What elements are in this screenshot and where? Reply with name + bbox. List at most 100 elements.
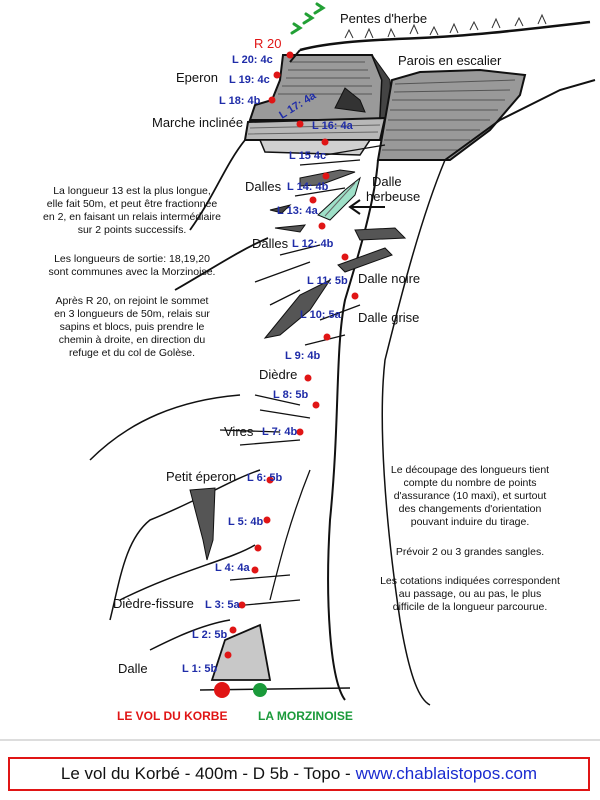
relay-r13[interactable] [341, 253, 349, 261]
relay-r11[interactable] [323, 333, 331, 341]
dalle-herbeuse-line [324, 182, 356, 217]
relay-r14[interactable] [318, 222, 326, 230]
note-right-line: Prévoir 2 ou 3 grandes sangles. [396, 546, 544, 558]
label-marche-inclinee: Marche inclinée [152, 115, 243, 130]
note-left: La longueur 13 est la plus longue, elle … [43, 185, 221, 359]
relay-r3[interactable] [238, 601, 246, 609]
relay-r7[interactable] [266, 476, 274, 484]
parois-hatching [382, 79, 516, 151]
note-right-line: des changements d'orientation [399, 503, 542, 515]
start-label-morzinoise: LA MORZINOISE [258, 709, 353, 723]
pitch-l18: L 18: 4b [219, 95, 261, 107]
relay-r20[interactable] [286, 51, 294, 59]
pitch-l19: L 19: 4c [229, 74, 270, 86]
note-right-line: difficile de la longueur parcourue. [393, 601, 548, 613]
start-morzinoise-marker[interactable] [253, 683, 267, 697]
petit-eperon-rock [189, 487, 216, 561]
pitch-l10: L 10: 5a [300, 309, 342, 321]
relay-r4[interactable] [251, 566, 259, 574]
note-right-line: d'assurance (10 maxi), et surtout [394, 490, 547, 502]
label-petit-eperon: Petit éperon [166, 469, 236, 484]
footer-banner: Le vol du Korbé - 400m - D 5b - Topo - w… [8, 757, 590, 791]
marche-inclinee-band [243, 116, 387, 141]
marche-lower-ledge [258, 139, 372, 156]
pitch-l6: L 6: 5b [247, 472, 283, 484]
label-parois-escalier: Parois en escalier [398, 53, 502, 68]
relay-r15[interactable] [309, 196, 317, 204]
relay-r18[interactable] [296, 120, 304, 128]
base-dalle-slab [210, 623, 272, 681]
footer-url-link[interactable]: www.chablaistopos.com [355, 764, 538, 783]
note-left-line: en 3 longueurs de 50m, relais sur [54, 308, 210, 320]
dalle-grise-slab [263, 278, 332, 339]
dalles-slab-mid [354, 227, 407, 241]
footer-title: Le vol du Korbé - 400m - D 5b - Topo - [60, 764, 351, 783]
relay-r8[interactable] [296, 428, 304, 436]
relay-r9[interactable] [312, 401, 320, 409]
grass-tufts [344, 13, 547, 39]
vires-ledge-lines [219, 394, 311, 446]
note-left-line: elle fait 50m, et peut être fractionnée [47, 198, 218, 210]
note-left-line: chemin à droite, en direction du [59, 334, 206, 346]
relay-r19[interactable] [268, 96, 276, 104]
relay-r20-label: R 20 [254, 36, 281, 51]
label-dalle-herbeuse-1: Dalle [372, 174, 402, 189]
note-left-line: en 2, en faisant un relais intermédiaire [43, 211, 221, 223]
pitch-l15: L 15 4c [289, 150, 326, 162]
note-left-line: La longueur 13 est la plus longue, [53, 185, 211, 197]
face-right-outer-line [381, 159, 446, 706]
relay-r6[interactable] [263, 516, 271, 524]
note-left-line: sur 2 points successifs. [78, 224, 187, 236]
relay-r10[interactable] [304, 374, 312, 382]
relay-r20a[interactable] [273, 71, 281, 79]
pitch-l14: L 14: 4b [287, 181, 329, 193]
note-left-line: sont communes avec la Morzinoise. [49, 266, 216, 278]
lower-mid-lines [229, 469, 311, 606]
pitch-l20: L 20: 4c [232, 54, 273, 66]
relay-r12[interactable] [351, 292, 359, 300]
pitch-l12: L 12: 4b [292, 238, 334, 250]
pitch-l9: L 9: 4b [285, 350, 321, 362]
label-pentes-herbe: Pentes d'herbe [340, 11, 427, 26]
arrow-icon [348, 199, 385, 215]
relay-r1[interactable] [224, 651, 232, 659]
label-dalle-noire: Dalle noire [358, 271, 420, 286]
lower-left-outline [89, 394, 261, 651]
pitch-l1: L 1: 5b [182, 663, 218, 675]
summit-ridge-line [299, 20, 591, 52]
pitch-l2: L 2: 5b [192, 629, 228, 641]
note-left-line: Après R 20, on rejoint le sommet [56, 295, 209, 307]
label-dalles-mid: Dalles [252, 236, 289, 251]
note-right-line: au passage, ou au pas, le plus [399, 588, 541, 600]
pitch-l7: L 7: 4b [262, 426, 298, 438]
relay-r2[interactable] [229, 626, 237, 634]
eperon-cave [334, 87, 366, 113]
slab-left-1 [269, 204, 292, 214]
note-right-line: Le découpage des longueurs tient [391, 464, 549, 476]
label-diedre-fissure: Dièdre-fissure [113, 596, 194, 611]
parois-right-ridge [444, 79, 596, 161]
pitch-l11: L 11: 5b [307, 275, 348, 287]
relay-r17[interactable] [321, 138, 329, 146]
marche-lines [247, 124, 381, 135]
note-right-line: compte du nombre de points [403, 477, 536, 489]
note-right: Le découpage des longueurs tient compte … [380, 464, 560, 613]
face-left-outline [174, 139, 269, 291]
note-right-line: Les cotations indiquées correspondent [380, 575, 560, 587]
label-dalle-grise: Dalle grise [358, 310, 419, 325]
label-diedre: Dièdre [259, 367, 297, 382]
start-vol-du-korbe-marker[interactable] [214, 682, 230, 698]
pitch-l13: L 13: 4a [277, 205, 319, 217]
pitch-l4: L 4: 4a [215, 562, 251, 574]
label-eperon: Eperon [176, 70, 218, 85]
dalle-noire-slab [337, 247, 393, 273]
relay-r5[interactable] [254, 544, 262, 552]
face-right-outline [327, 159, 379, 701]
start-label-vol-du-korbe: LE VOL DU KORBE [117, 709, 227, 723]
note-left-line: Les longueurs de sortie: 18,19,20 [54, 253, 210, 265]
ridge-right-outline [289, 49, 301, 63]
face-crack-lines [254, 144, 386, 346]
relay-r16[interactable] [322, 172, 330, 180]
note-left-line: sapins et blocs, puis prendre le [60, 321, 205, 333]
